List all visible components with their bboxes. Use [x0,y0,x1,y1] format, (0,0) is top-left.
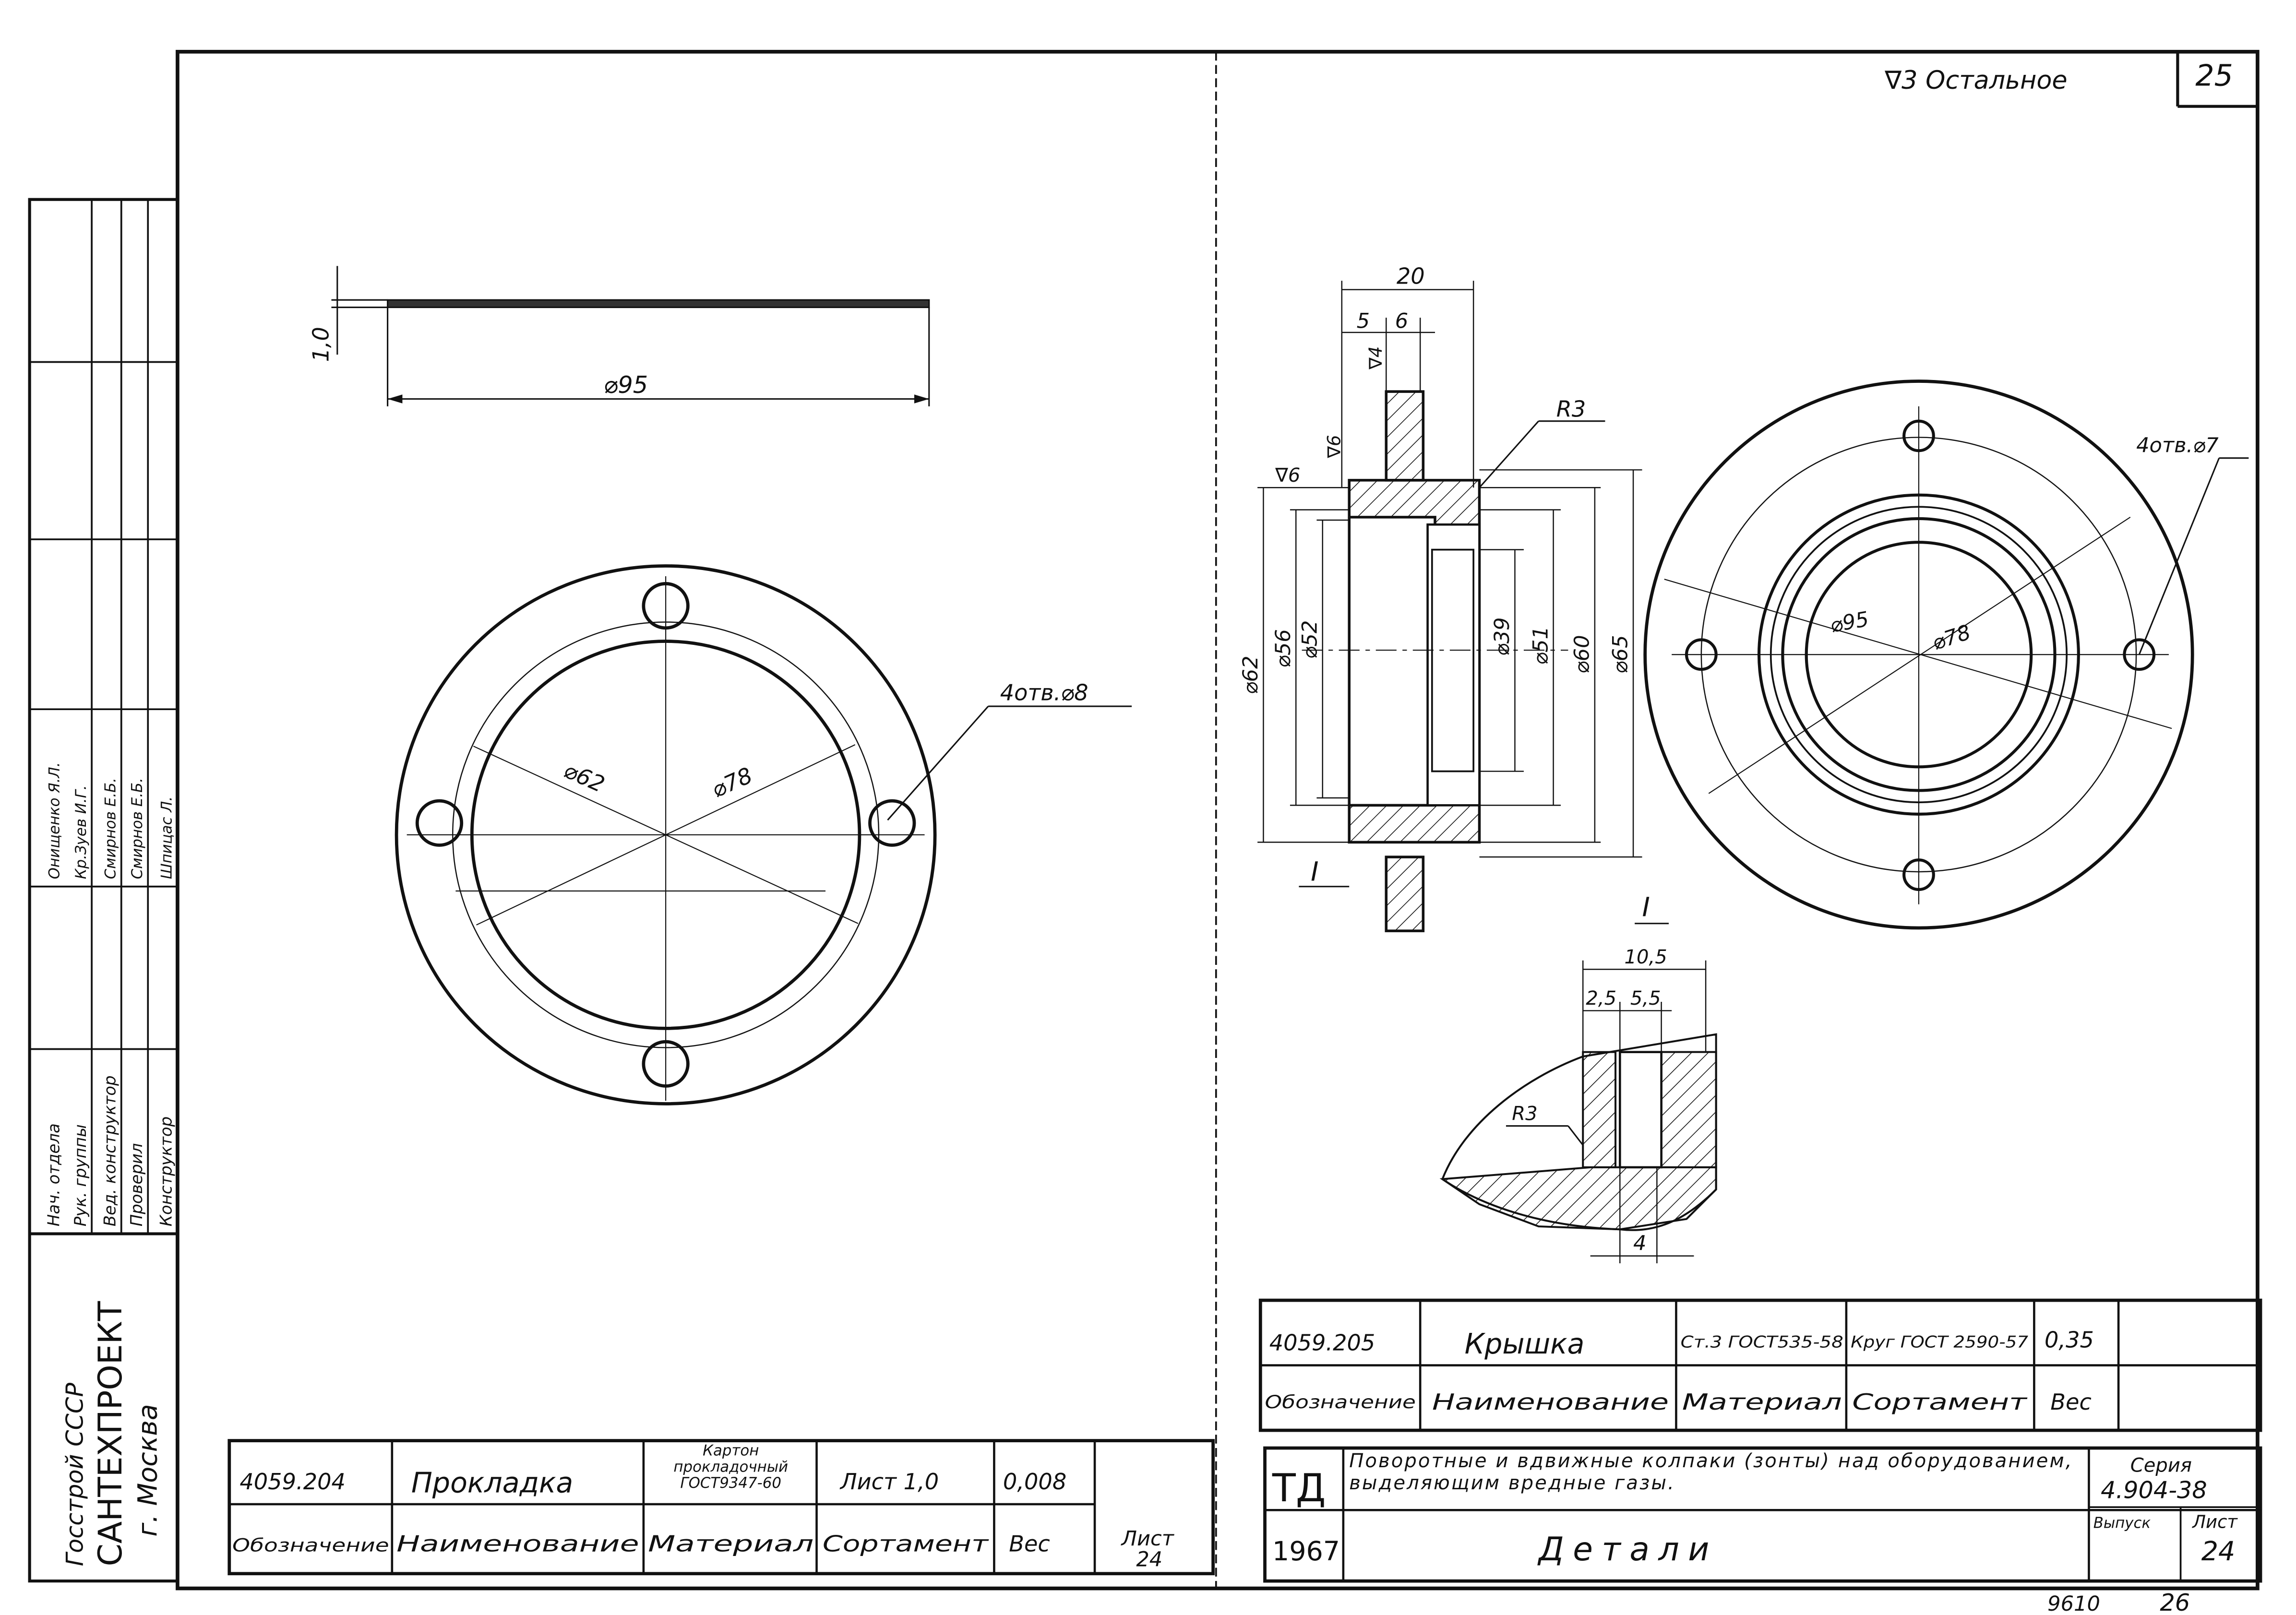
p204-header-assortment: Сортамент [823,1531,990,1557]
p204-designation: 4059.204 [239,1469,346,1495]
name-designer: Шпицас Л. [158,796,176,879]
p204-header-material: Материал [648,1531,813,1557]
cover-diam-60: ⌀60 [1570,635,1594,674]
p204-header-designation: Обозначение [232,1535,389,1556]
org-city: г. Москва [133,1404,164,1537]
p204-material-box: Картон прокладочный ГОСТ9347-60 [673,1443,789,1493]
title-sheet-value: 24 [2201,1536,2236,1567]
p204-name: Прокладка [411,1466,573,1499]
detail-dim-10-5: 10,5 [1625,946,1667,968]
cover-diam-65: ⌀65 [1609,635,1633,674]
p205-header-assortment: Сортамент [1852,1389,2028,1415]
detail-radius: R3 [1512,1103,1537,1125]
cover-rough-6a: ∇6 [1324,435,1345,458]
gasket-dim-inner: ⌀62 [560,757,609,798]
cover-rough-4: ∇4 [1365,346,1386,370]
p205-header-material: Материал [1682,1389,1842,1415]
cover-section-view [1257,281,1642,932]
detail-dim-5-5: 5,5 [1630,987,1661,1009]
detail-I [1439,923,1717,1264]
spec-table-204 [227,1439,1215,1576]
p205-weight: 0,35 [2045,1327,2094,1353]
title-series-value: 4.904-38 [2101,1476,2207,1504]
cover-section-mark: I [1311,856,1318,887]
role-lead-designer: Вед. конструктор [100,1076,119,1227]
cover-diam-62: ⌀62 [1239,656,1263,695]
detail-dim-4: 4 [1633,1231,1646,1255]
gasket-dim-thickness: 1,0 [308,327,334,362]
title-issue-label: Выпуск [2093,1514,2151,1532]
role-checked: Проверил [127,1143,146,1226]
p205-header-designation: Обозначение [1265,1392,1416,1413]
cover-front-holes: 4отв.⌀7 [2136,433,2219,457]
org-name: САНТЕХПРОЕКТ [91,1301,129,1566]
title-td: ТД [1272,1466,1326,1510]
cover-dim-6: 6 [1395,309,1408,333]
gasket-dim-outer-side: ⌀95 [604,371,648,399]
gasket-holes-callout: 4отв.⌀8 [1000,680,1088,706]
cover-diam-52: ⌀52 [1298,620,1322,659]
p204-assortment: Лист 1,0 [839,1469,939,1495]
cover-dim-width: 20 [1397,263,1425,289]
title-year: 1967 [1272,1536,1340,1567]
p205-header-name: Наименование [1432,1389,1669,1415]
p205-designation: 4059.205 [1269,1330,1375,1356]
name-checked: Смирнов Е.Б. [129,778,146,879]
name-head-dept: Онищенко Я.Л. [46,762,63,879]
cover-diam-39: ⌀39 [1490,618,1514,656]
p204-header-weight: Вес [1009,1531,1050,1557]
p204-header-name: Наименование [396,1531,639,1557]
cover-diam-56: ⌀56 [1271,629,1295,668]
gasket-plan-view [395,564,1132,1105]
cover-rough-6b: ∇6 [1275,464,1300,487]
cover-radius: R3 [1556,396,1586,422]
cover-front-d95: ⌀95 [1828,607,1870,638]
footer-inventory: 9610 [2047,1592,2100,1615]
left-title-strip: Нач. отдела Рук. группы Вед. конструктор… [28,198,179,1583]
title-description-box: Поворотные и вдвижные колпаки (зонты) на… [1349,1451,2073,1496]
cover-dim-5: 5 [1357,309,1370,333]
roughness-note: ∇3 Остальное [1884,66,2068,95]
p205-material: Ст.3 ГОСТ535-58 [1681,1333,1843,1352]
p205-header-weight: Вес [2050,1389,2092,1415]
cover-diam-51: ⌀51 [1529,626,1553,665]
cover-front-view [1643,380,2249,930]
role-designer: Конструктор [157,1116,176,1226]
org-line1: Госстрой СССР [61,1383,89,1567]
cover-front-d78: ⌀78 [1929,620,1973,655]
p204-sheet-value: 24 [1136,1547,1162,1571]
footer-page: 26 [2160,1589,2190,1615]
role-head-dept: Нач. отдела [44,1123,63,1226]
p205-name: Крышка [1465,1328,1585,1360]
sheet-number-top: 25 [2195,59,2233,93]
detail-dim-2-5: 2,5 [1586,987,1616,1009]
p204-sheet-label: Лист [1121,1527,1175,1551]
title-description: Поворотные и вдвижные колпаки (зонты) на… [1349,1451,2073,1496]
spec-table-205 [1258,1298,2262,1432]
p204-material: Картон прокладочный ГОСТ9347-60 [673,1443,789,1493]
title-series-label: Серия [2130,1454,2192,1476]
gasket-dim-bolt-circle: ⌀78 [707,762,756,803]
title-sheet-label: Лист [2191,1511,2238,1532]
title-main: Детали [1537,1530,1718,1568]
p204-weight: 0,008 [1003,1469,1066,1495]
name-group-lead: Кр.Зуев И.Г. [72,785,90,879]
gasket-side-view [331,266,930,406]
name-lead-designer: Смирнов Е.Б. [102,778,119,879]
detail-label: I [1642,892,1650,923]
role-group-lead: Рук. группы [71,1124,90,1226]
p205-assortment: Круг ГОСТ 2590-57 [1851,1333,2028,1352]
sheet-frame [176,49,2260,1591]
main-title-block [1263,1446,2262,1583]
